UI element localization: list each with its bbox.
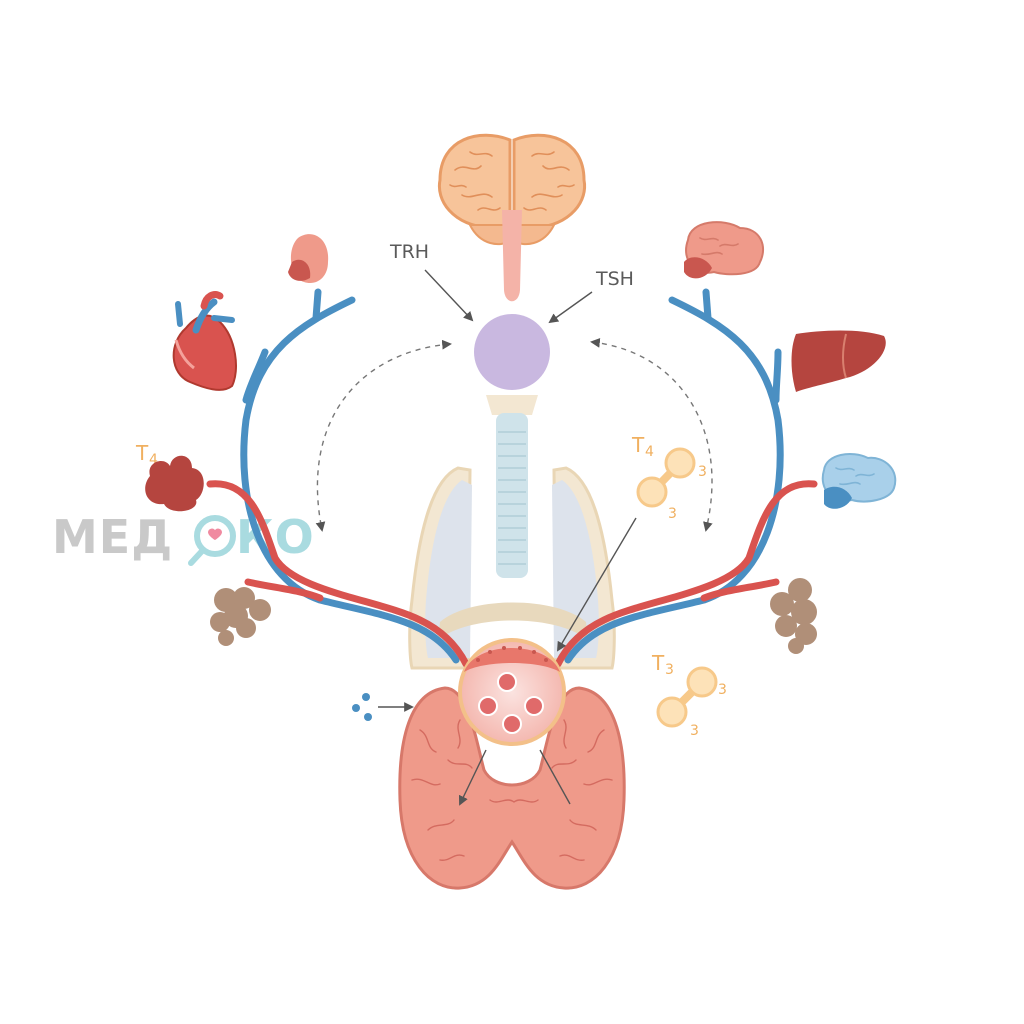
molecule-icon xyxy=(656,666,718,728)
feedback-arrow-right xyxy=(590,338,713,532)
svg-text:T: T xyxy=(135,441,149,465)
magnifier-icon xyxy=(188,515,236,566)
iodine-icon xyxy=(352,693,414,721)
svg-text:T: T xyxy=(631,433,645,457)
trachea-icon xyxy=(486,395,538,578)
tsh-label-group: TSH xyxy=(548,268,634,324)
pituitary-icon xyxy=(474,314,550,390)
trh-label-group: TRH xyxy=(389,241,474,322)
t3-group: T 3 3 3 xyxy=(651,651,727,739)
vessels-left xyxy=(206,288,470,668)
follicle-pointer-left xyxy=(458,749,487,806)
molecule-icon xyxy=(636,447,696,508)
svg-text:3: 3 xyxy=(668,506,677,522)
fat-cluster-left-icon xyxy=(210,587,271,646)
trh-label: TRH xyxy=(389,241,429,263)
svg-text:3: 3 xyxy=(718,682,727,698)
brain-small-icon xyxy=(684,221,765,279)
t4-left-label: T 4 xyxy=(135,441,158,468)
brain-blue-icon xyxy=(821,453,897,509)
pituitary-stalk xyxy=(502,210,522,302)
watermark-prefix: МЕД xyxy=(52,510,173,564)
brain-icon xyxy=(437,133,587,246)
svg-text:4: 4 xyxy=(645,444,654,460)
heart-icon xyxy=(172,290,237,391)
fat-cluster-right-icon xyxy=(770,578,817,654)
svg-text:3: 3 xyxy=(665,662,674,678)
svg-text:4: 4 xyxy=(149,452,158,468)
vessels-right xyxy=(554,288,818,668)
follicle-pointer-right xyxy=(539,749,571,805)
liver-icon xyxy=(791,330,886,392)
tsh-label: TSH xyxy=(595,268,634,290)
thyroid-follicle-icon xyxy=(458,638,566,746)
lungs-icon xyxy=(408,466,616,670)
thyroid-icon xyxy=(398,686,626,890)
thyroid-gland-small-icon xyxy=(145,455,204,512)
feedback-arrow-left xyxy=(315,339,452,532)
svg-text:3: 3 xyxy=(698,464,707,480)
t4-right-group: T 4 3 3 xyxy=(557,433,707,652)
svg-text:3: 3 xyxy=(690,723,699,739)
pituitary-small-icon xyxy=(288,234,329,284)
svg-text:T: T xyxy=(651,651,665,675)
